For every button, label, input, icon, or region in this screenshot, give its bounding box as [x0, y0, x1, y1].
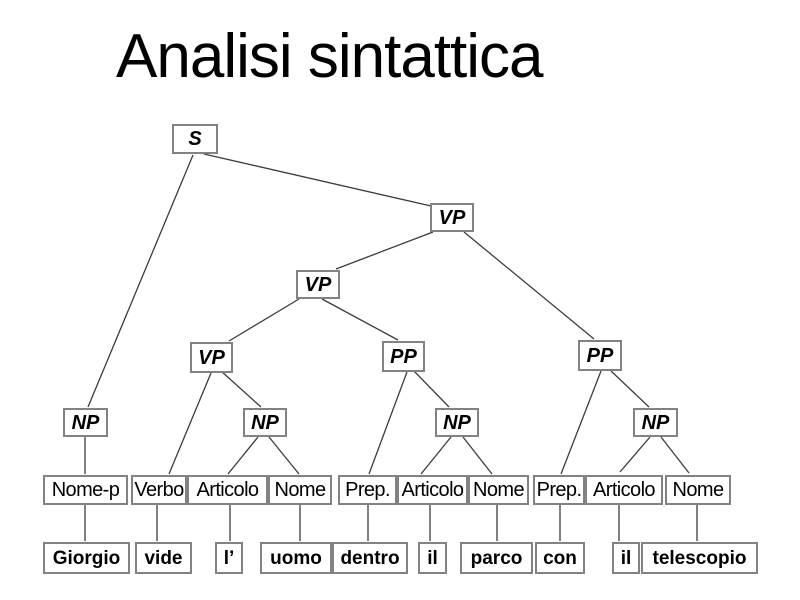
- tree-node-word-telescopio: telescopio: [641, 542, 758, 574]
- edge-pp-1-pos-prep-1: [368, 371, 408, 475]
- edge-pp-2-pos-prep-2: [560, 370, 602, 475]
- tree-node-word-l: l’: [215, 542, 243, 574]
- tree-node-pos-prep-2: Prep.: [533, 475, 585, 505]
- tree-node-np-3: NP: [435, 408, 479, 437]
- tree-node-word-dentro: dentro: [332, 542, 408, 574]
- edge-pp-2-np-4: [610, 370, 650, 408]
- tree-node-word-il-1: il: [418, 542, 447, 574]
- tree-node-pos-articolo-2: Articolo: [397, 475, 468, 505]
- edge-s-np-1: [87, 154, 194, 408]
- tree-node-np-1: NP: [63, 408, 108, 437]
- slide-title: Analisi sintattica: [116, 22, 544, 91]
- edge-np-3-pos-nome-2: [462, 436, 493, 475]
- tree-node-pos-nome-3: Nome: [665, 475, 731, 505]
- tree-node-word-vide: vide: [135, 542, 192, 574]
- edge-np-3-pos-articolo-2: [420, 436, 452, 475]
- edge-vp-1-pp-2: [463, 231, 595, 340]
- tree-node-pos-nome-1: Nome: [268, 475, 332, 505]
- tree-node-word-giorgio: Giorgio: [43, 542, 130, 574]
- edge-vp-2-pp-1: [321, 298, 399, 341]
- tree-node-s: S: [172, 124, 218, 154]
- edge-pp-1-np-3: [413, 370, 450, 408]
- edge-vp-3-pos-verbo: [168, 372, 212, 475]
- edge-s-vp-1: [203, 153, 432, 207]
- tree-node-word-parco: parco: [460, 542, 533, 574]
- tree-node-np-2: NP: [243, 408, 287, 437]
- tree-node-vp-3: VP: [190, 342, 233, 373]
- edge-np-4-pos-nome-3: [660, 436, 690, 474]
- tree-node-vp-1: VP: [430, 203, 474, 232]
- edge-np-2-pos-articolo-1: [227, 436, 259, 475]
- tree-node-np-4: NP: [633, 408, 678, 437]
- edge-np-4-pos-articolo-3: [619, 436, 651, 473]
- edge-np-2-pos-nome-1: [268, 436, 300, 475]
- tree-node-pos-verbo: Verbo: [131, 475, 187, 505]
- tree-node-pos-articolo-3: Articolo: [585, 475, 663, 505]
- tree-node-word-con: con: [535, 542, 585, 574]
- edge-vp-1-vp-2: [335, 231, 434, 270]
- tree-node-pos-articolo-1: Articolo: [187, 475, 268, 505]
- tree-node-word-il-2: il: [612, 542, 640, 574]
- tree-node-pp-1: PP: [382, 341, 425, 372]
- edge-vp-3-np-2: [220, 370, 262, 408]
- edge-vp-2-vp-3: [228, 298, 300, 342]
- tree-node-pos-nome-2: Nome: [468, 475, 529, 505]
- tree-node-pos-prep-1: Prep.: [338, 475, 397, 505]
- tree-node-pp-2: PP: [578, 340, 622, 371]
- tree-node-vp-2: VP: [296, 270, 340, 299]
- tree-node-word-uomo: uomo: [260, 542, 332, 574]
- tree-node-pos-nomep: Nome-p: [43, 475, 128, 505]
